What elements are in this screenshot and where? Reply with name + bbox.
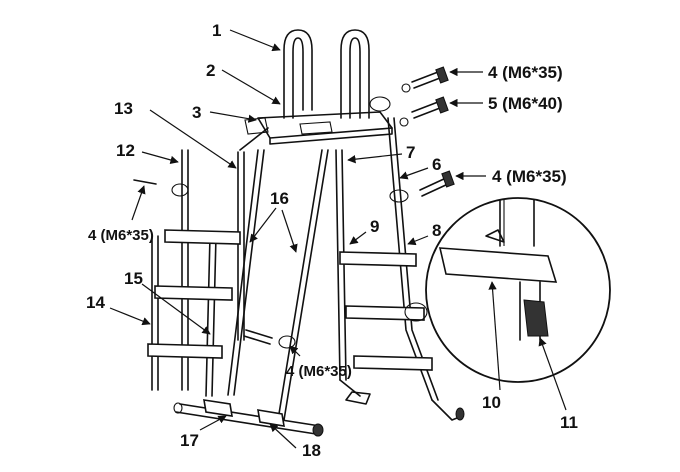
right-frame (335, 117, 465, 421)
label-4-m6x35-center: 4 (M6*35) (286, 363, 352, 380)
detail-magnifier (425, 197, 611, 383)
label-1: 1 (212, 21, 221, 40)
label-9: 9 (370, 217, 379, 236)
label-4-m6x35-right: 4 (M6*35) (492, 167, 567, 186)
label-13: 13 (114, 99, 133, 118)
base-rail (173, 399, 324, 437)
label-15: 15 (124, 269, 143, 288)
label-11: 11 (560, 413, 578, 432)
label-8: 8 (432, 221, 441, 240)
center-poles (227, 149, 329, 421)
bolts (133, 66, 455, 349)
label-10: 10 (482, 393, 501, 412)
label-14: 14 (86, 293, 105, 312)
label-16: 16 (270, 189, 289, 208)
label-12: 12 (116, 141, 135, 160)
label-17: 17 (180, 431, 199, 450)
handrail-part (283, 29, 370, 119)
label-2: 2 (206, 61, 215, 80)
label-6: 6 (432, 155, 441, 174)
label-4-m6x35-left: 4 (M6*35) (88, 227, 154, 244)
label-4-m6x35-top: 4 (M6*35) (488, 63, 563, 82)
label-7: 7 (406, 143, 415, 162)
left-steps (147, 229, 241, 359)
leader-lines (109, 29, 567, 449)
top-platform-part (244, 111, 393, 145)
label-18: 18 (302, 441, 321, 460)
label-3: 3 (192, 103, 201, 122)
label-5-m6x40: 5 (M6*40) (488, 94, 563, 113)
